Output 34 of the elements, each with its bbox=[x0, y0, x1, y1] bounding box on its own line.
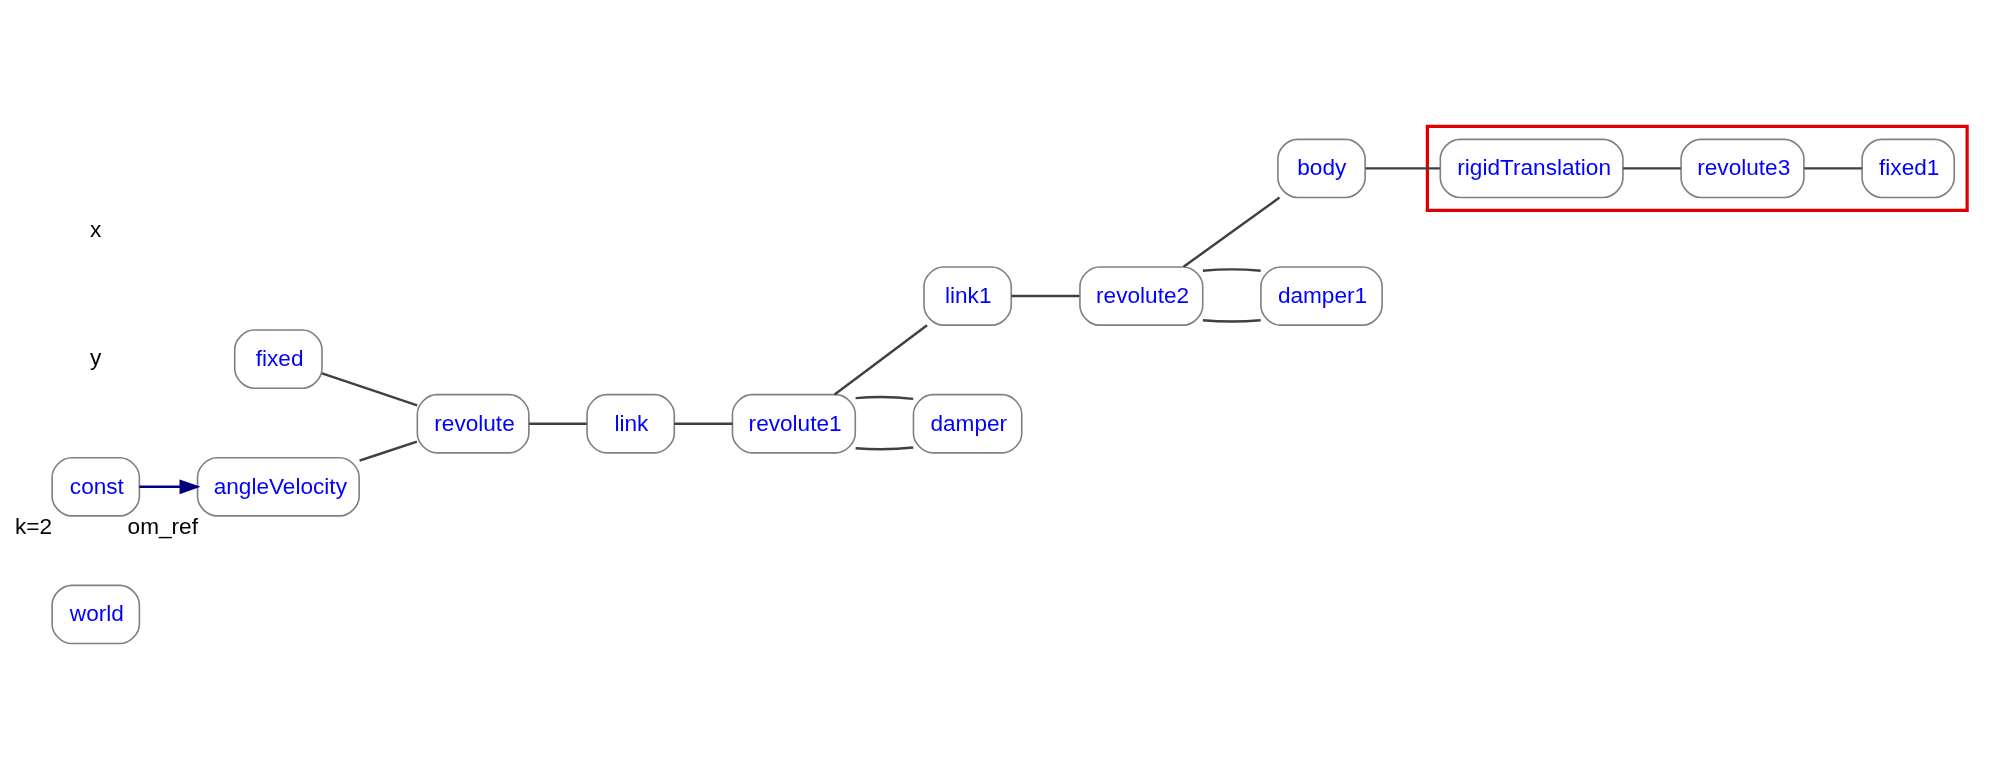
connector bbox=[855, 446, 914, 451]
node-box: revolute1 bbox=[731, 393, 857, 454]
node-box: fixed bbox=[233, 329, 323, 389]
node-box: const bbox=[51, 456, 141, 517]
node-box: damper1 bbox=[1260, 266, 1383, 326]
connector bbox=[855, 395, 914, 401]
node-box: link1 bbox=[923, 266, 1013, 326]
connector bbox=[1365, 167, 1440, 170]
connector bbox=[833, 324, 928, 396]
arrow bbox=[139, 479, 201, 495]
connector bbox=[1182, 196, 1281, 268]
node-box: rigidTranslation bbox=[1439, 138, 1624, 199]
cluster bbox=[1425, 124, 1969, 213]
node-box: body bbox=[1277, 138, 1366, 199]
node-box: damper bbox=[912, 393, 1023, 454]
node-box: link bbox=[586, 393, 676, 454]
connector bbox=[321, 372, 418, 407]
connector bbox=[1623, 167, 1681, 170]
connector bbox=[529, 422, 587, 425]
node-box: revolute bbox=[416, 393, 530, 454]
node-box: revolute3 bbox=[1680, 138, 1805, 199]
connector bbox=[1202, 319, 1261, 323]
node-box: world bbox=[51, 584, 141, 645]
connector bbox=[674, 422, 733, 425]
connector bbox=[1011, 294, 1080, 298]
node-label: k=2 bbox=[14, 513, 53, 539]
connector bbox=[359, 440, 418, 462]
node-box: angleVelocity bbox=[196, 456, 360, 517]
node-box: revolute2 bbox=[1079, 266, 1204, 326]
node-box: fixed1 bbox=[1861, 138, 1955, 199]
connector bbox=[1804, 167, 1862, 170]
label: y bbox=[90, 345, 102, 371]
connector bbox=[1202, 268, 1261, 272]
label: x bbox=[90, 217, 102, 243]
